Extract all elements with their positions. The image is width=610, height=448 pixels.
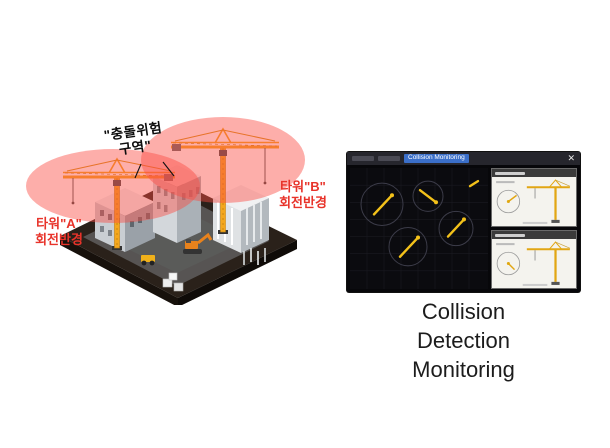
building-right bbox=[213, 185, 269, 253]
crane-boom-markers bbox=[372, 179, 480, 258]
tower-crane-b bbox=[171, 127, 279, 234]
rotation-zone-b bbox=[141, 117, 305, 203]
tower-b-label-line1: 타워"B" bbox=[280, 179, 326, 194]
monitoring-app-screenshot: Collision Monitoring ✕ bbox=[347, 152, 580, 292]
close-icon: ✕ bbox=[567, 153, 575, 163]
radar-svg bbox=[350, 168, 488, 289]
tower-a-label: 타워"A" 회전반경 bbox=[23, 216, 95, 248]
danger-label-leader-lines bbox=[134, 161, 175, 179]
tower-a-label-line2: 회전반경 bbox=[35, 231, 83, 247]
monitor-titlebar: Collision Monitoring ✕ bbox=[347, 152, 580, 165]
tower-crane-a bbox=[63, 157, 175, 250]
crane-zone-circles bbox=[360, 180, 474, 267]
tower-b-label: 타워"B" 회전반경 bbox=[267, 179, 339, 211]
panel-header-textline bbox=[495, 233, 525, 237]
monitor-tab-placeholder bbox=[378, 156, 400, 161]
panel-header bbox=[492, 169, 576, 177]
crane-detail-panels bbox=[491, 168, 577, 289]
tower-b-label-line2: 회전반경 bbox=[279, 194, 327, 210]
site-scene-svg bbox=[26, 117, 305, 305]
loader-truck bbox=[141, 255, 155, 266]
material-crates bbox=[162, 272, 184, 292]
building-left bbox=[95, 188, 155, 252]
crane-detail-panel-top bbox=[491, 168, 577, 227]
caption-line3: Monitoring bbox=[412, 357, 515, 382]
excavator bbox=[183, 232, 213, 254]
crane-elevation-diagram bbox=[496, 179, 570, 224]
rebar-pillars bbox=[243, 248, 266, 265]
monitor-tab-placeholder bbox=[352, 156, 374, 161]
crane-detail-panel-bottom bbox=[491, 230, 577, 289]
tower-a-label-line1: 타워"A" bbox=[36, 216, 82, 231]
building-center bbox=[153, 165, 201, 243]
crane-radar-view bbox=[350, 168, 488, 289]
crane-boom-tips bbox=[390, 193, 466, 240]
caption-line2: Detection bbox=[417, 328, 510, 353]
panel-header bbox=[492, 231, 576, 239]
panel-header-textline bbox=[495, 171, 525, 175]
site-illustration: "충돌위험 구역" 타워"B" 회전반경 타워"A" 회전반경 bbox=[25, 40, 335, 305]
caption: Collision Detection Monitoring bbox=[347, 297, 580, 384]
monitor-body bbox=[347, 165, 580, 292]
tab-collision-monitoring: Collision Monitoring bbox=[404, 153, 469, 164]
rotation-zone-a bbox=[26, 149, 200, 223]
crane-elevation-diagram bbox=[496, 241, 570, 286]
caption-line1: Collision bbox=[421, 299, 506, 324]
